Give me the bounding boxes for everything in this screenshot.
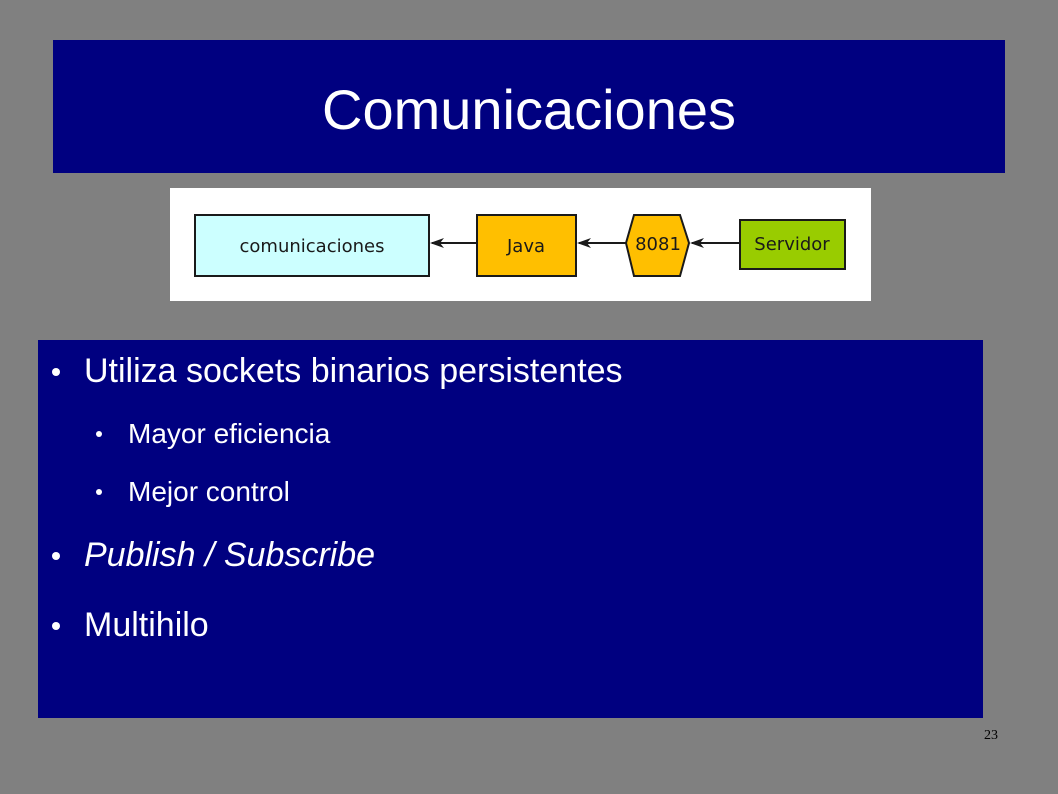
bullet-icon	[96, 431, 102, 437]
slide-title-bar: Comunicaciones	[53, 40, 1005, 173]
sub-bullet-item: Mejor control	[96, 476, 290, 508]
node-comunicaciones: comunicaciones	[194, 214, 430, 277]
communication-diagram: comunicaciones Java 8081 Servidor	[170, 188, 871, 301]
node-java: Java	[476, 214, 577, 277]
bullet-icon	[52, 551, 60, 560]
sub-bullet-item: Mayor eficiencia	[96, 418, 330, 450]
bullet-text: Mayor eficiencia	[128, 418, 331, 449]
node-java-box	[476, 214, 577, 277]
bullet-text: Publish / Subscribe	[84, 536, 376, 574]
page-number: 23	[984, 728, 998, 743]
node-port-shape	[624, 214, 691, 277]
node-servidor-label: Servidor	[754, 234, 830, 255]
node-port-label: 8081	[635, 234, 681, 255]
node-comunicaciones-label: comunicaciones	[240, 236, 385, 257]
bullet-icon	[52, 367, 60, 376]
diagram-svg: comunicaciones Java 8081 Servidor	[194, 214, 846, 277]
content-panel: Utiliza sockets binarios persistentes Ma…	[38, 340, 983, 718]
node-comunicaciones-box	[194, 214, 430, 277]
bullet-text: Mejor control	[128, 476, 290, 507]
node-java-label: Java	[506, 236, 545, 257]
node-port: 8081	[624, 214, 691, 277]
node-servidor-box	[739, 219, 846, 270]
bullet-icon	[52, 621, 60, 630]
bullet-item: Publish / Subscribe	[52, 536, 375, 575]
bullet-item: Utiliza sockets binarios persistentes	[52, 352, 623, 391]
bullet-item: Multihilo	[52, 606, 209, 645]
slide-title: Comunicaciones	[322, 78, 736, 141]
node-servidor: Servidor	[739, 219, 846, 270]
bullet-text: Utiliza sockets binarios persistentes	[84, 352, 623, 390]
bullet-text: Multihilo	[84, 606, 209, 644]
bullet-icon	[96, 489, 102, 495]
